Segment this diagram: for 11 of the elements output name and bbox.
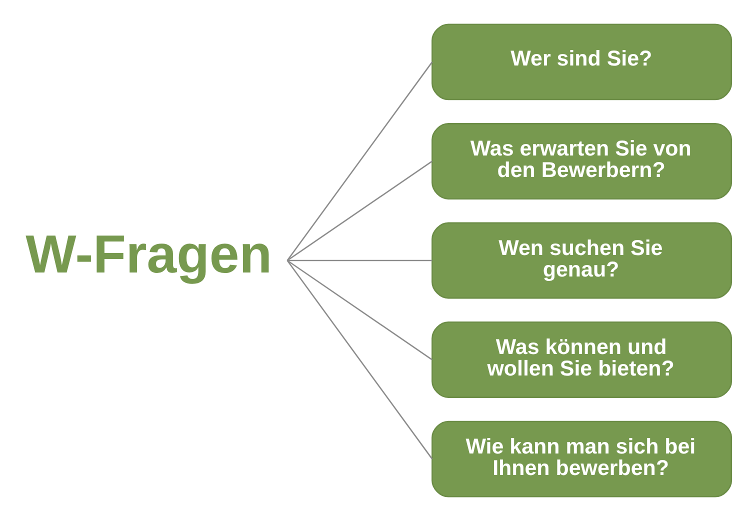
node-text: W-Fragen [26, 224, 272, 284]
node-box: Wie kann man sich bei Ihnen bewerben? [432, 420, 732, 497]
node-box: Wen suchen Sie genau? [432, 222, 732, 298]
connector [286, 160, 433, 261]
connector [286, 61, 433, 260]
connector [286, 259, 433, 360]
connector [286, 260, 433, 459]
node-box: Was können und wollen Sie bieten? [432, 321, 732, 398]
node-box: Was erwarten Sie von den Bewerbern? [432, 122, 732, 199]
connector [287, 259, 432, 261]
node-box: Wer sind Sie? [432, 23, 732, 100]
